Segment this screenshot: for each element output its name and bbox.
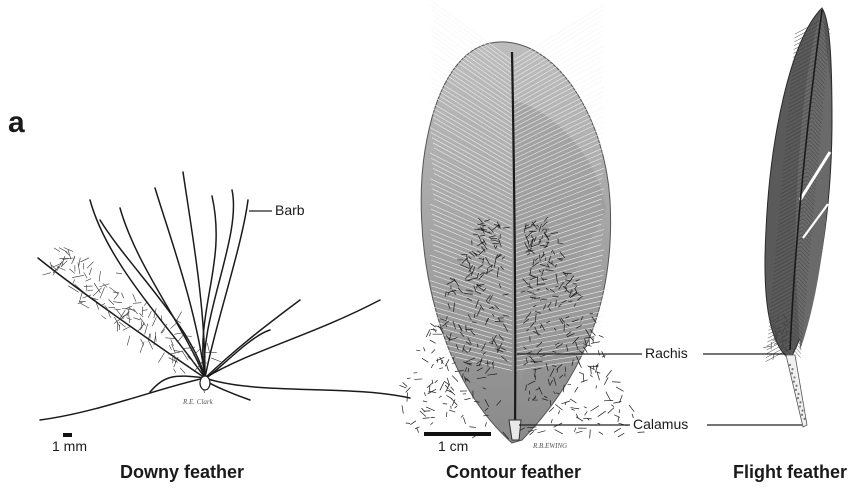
contour-feather-illustration [399,0,644,443]
rachis-label: Rachis [645,345,688,361]
contour-scale-bar [424,432,491,436]
contour-feather-caption: Contour feather [446,462,581,483]
downy-artist-signature: R.E. Clark [183,398,213,406]
downy-scale-bar [63,433,72,437]
downy-feather-illustration [38,172,410,420]
downy-scale-label: 1 mm [52,438,87,454]
calamus-label: Calamus [633,416,688,432]
contour-artist-signature: R.B.EWING [533,442,567,450]
downy-feather-caption: Downy feather [120,462,244,483]
panel-letter: a [8,106,25,140]
contour-scale-label: 1 cm [438,438,468,454]
barb-label: Barb [275,202,305,218]
flight-feather-caption: Flight feather [733,462,847,483]
flight-feather-illustration [763,8,832,427]
